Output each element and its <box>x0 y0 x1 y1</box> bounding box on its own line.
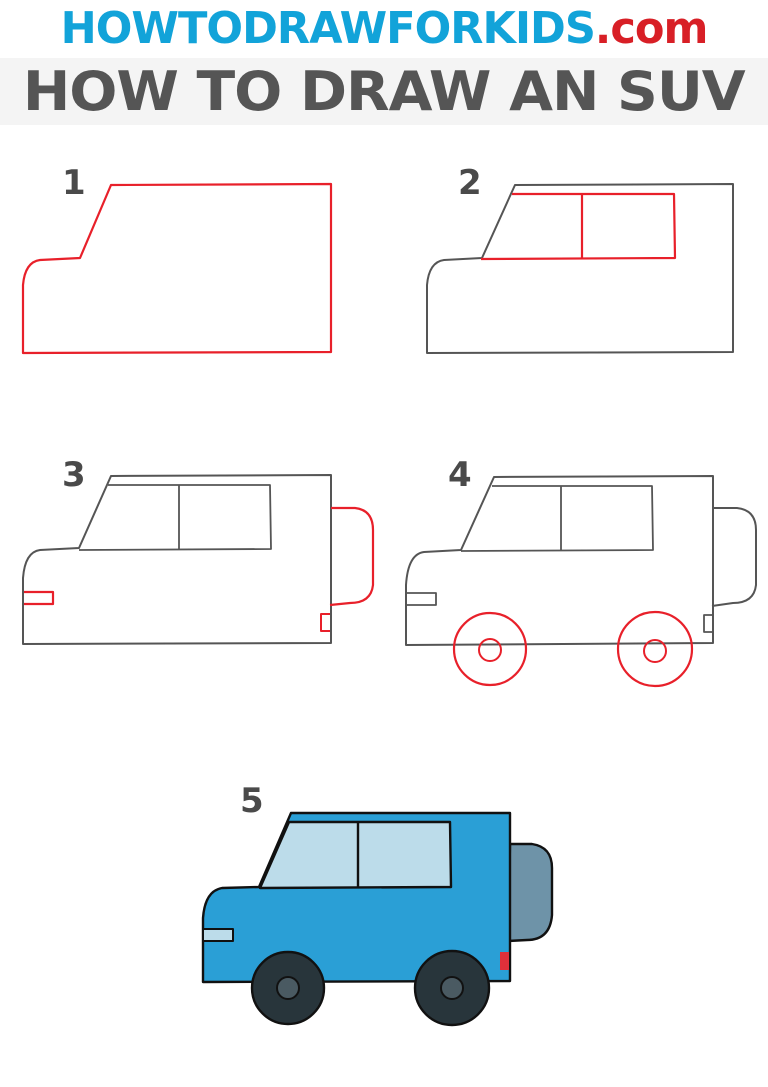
page-title: HOW TO DRAW AN SUV <box>23 60 746 123</box>
tail-light <box>500 952 509 970</box>
site-banner: HOWTODRAWFORKIDS.com <box>0 0 768 58</box>
front-wheel <box>452 611 528 687</box>
step-4-number: 4 <box>448 455 472 495</box>
tail-light <box>703 614 712 633</box>
spare-tire <box>329 506 375 607</box>
step-5-number: 5 <box>240 781 264 821</box>
rear-wheel-hub <box>643 639 667 663</box>
step-2-drawing <box>426 183 734 354</box>
rear-wheel <box>616 610 694 688</box>
step-5-drawing <box>201 811 554 1027</box>
spare-tire <box>711 507 757 607</box>
site-name-tld: .com <box>594 3 709 54</box>
windows <box>258 820 453 890</box>
tail-light <box>320 613 330 632</box>
step-1-number: 1 <box>62 163 86 203</box>
step-1-drawing <box>21 182 333 355</box>
front-wheel-hub <box>478 638 502 662</box>
step-4-drawing <box>405 475 757 688</box>
suv-body-outline <box>21 182 333 355</box>
headlight <box>24 590 55 606</box>
site-name-main: HOWTODRAWFORKIDS <box>60 3 596 54</box>
headlight <box>204 928 234 942</box>
window-frame <box>480 192 677 261</box>
suv-body-outline <box>22 474 332 645</box>
step-3-number: 3 <box>62 455 86 495</box>
front-wheel-hub <box>276 976 300 1000</box>
window-frame <box>460 485 654 552</box>
rear-wheel-hub <box>440 976 464 1000</box>
window-frame <box>78 484 272 551</box>
step-2-number: 2 <box>458 163 482 203</box>
suv-body-outline <box>405 475 714 646</box>
spare-tire <box>506 842 554 943</box>
step-3-drawing <box>22 474 375 645</box>
suv-body-outline <box>426 183 734 354</box>
headlight <box>406 592 437 606</box>
site-logo[interactable]: HOWTODRAWFORKIDS.com <box>60 3 709 54</box>
title-band: HOW TO DRAW AN SUV <box>0 58 768 125</box>
